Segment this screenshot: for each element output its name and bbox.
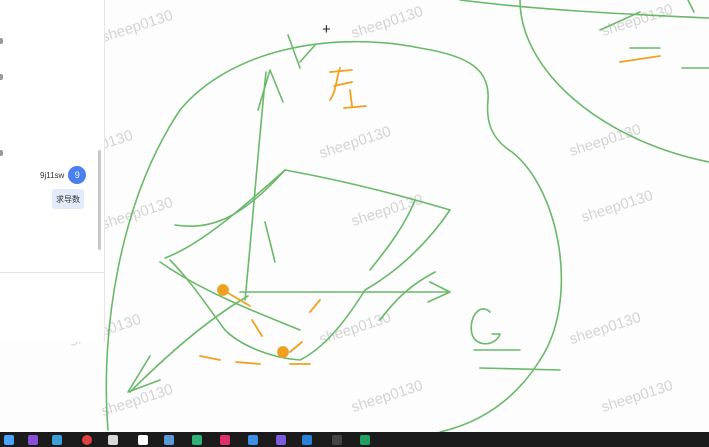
ink-right-marks — [629, 0, 709, 69]
files-icon[interactable] — [108, 435, 118, 445]
chrome-icon[interactable] — [82, 435, 92, 445]
user-entry[interactable]: 9j11sw 9 — [40, 166, 87, 184]
ink-surface-inner — [174, 169, 436, 321]
windows-start-icon[interactable] — [4, 435, 14, 445]
excel-icon[interactable] — [360, 435, 370, 445]
ink-axis-arrowhead-top — [257, 69, 284, 111]
ink-slash — [599, 11, 641, 31]
ink-label-g — [470, 308, 501, 345]
obsidian-icon[interactable] — [276, 435, 286, 445]
visual-studio-icon[interactable] — [28, 435, 38, 445]
ink-label-f — [329, 67, 367, 109]
ink-orange-underline — [619, 55, 661, 63]
ink-vertical-axis — [244, 71, 267, 301]
vscode-icon[interactable] — [302, 435, 312, 445]
count-badge: 9 — [68, 166, 87, 184]
ink-surface-outline — [164, 169, 451, 361]
taskbar — [0, 432, 709, 447]
ink-point-lower — [277, 346, 289, 358]
calculator-icon[interactable] — [164, 435, 174, 445]
ink-surface-ridge — [159, 261, 301, 331]
ink-label-g-underline — [473, 349, 561, 371]
panel-scrollbar[interactable] — [98, 150, 101, 250]
panel-edge-marker — [0, 38, 3, 44]
ink-orange-dashes — [199, 299, 321, 365]
ink-top-marks — [287, 34, 317, 69]
ink-slant — [264, 221, 276, 263]
crosshair-cursor-icon: + — [322, 21, 331, 38]
ink-axis-arrowhead-left — [127, 355, 161, 393]
ink-orange-segment — [222, 289, 251, 307]
ink-diagonal-axis — [129, 295, 249, 393]
derive-button[interactable]: 求导数 — [52, 189, 84, 209]
typora-icon[interactable] — [138, 435, 148, 445]
panel-edge-marker — [0, 150, 3, 156]
intellij-icon[interactable] — [220, 435, 230, 445]
user-name: 9j11sw — [40, 170, 65, 180]
app-icon[interactable] — [52, 435, 62, 445]
participant-panel: 9j11sw 9 求导数 — [0, 0, 105, 342]
terminal-icon[interactable] — [332, 435, 342, 445]
feishu-icon[interactable] — [248, 435, 258, 445]
ink-top-line — [459, 0, 709, 19]
pycharm-icon[interactable] — [192, 435, 202, 445]
ink-drawing — [105, 0, 709, 432]
panel-divider — [0, 272, 104, 273]
ink-enclosing-curve — [105, 40, 563, 432]
ink-top-arc — [519, 0, 709, 163]
ink-axis-arrowhead-right — [427, 281, 451, 303]
panel-edge-marker — [0, 74, 3, 80]
whiteboard-canvas[interactable]: sheep0130 sheep0130 sheep0130 sheep0130 … — [0, 0, 709, 432]
